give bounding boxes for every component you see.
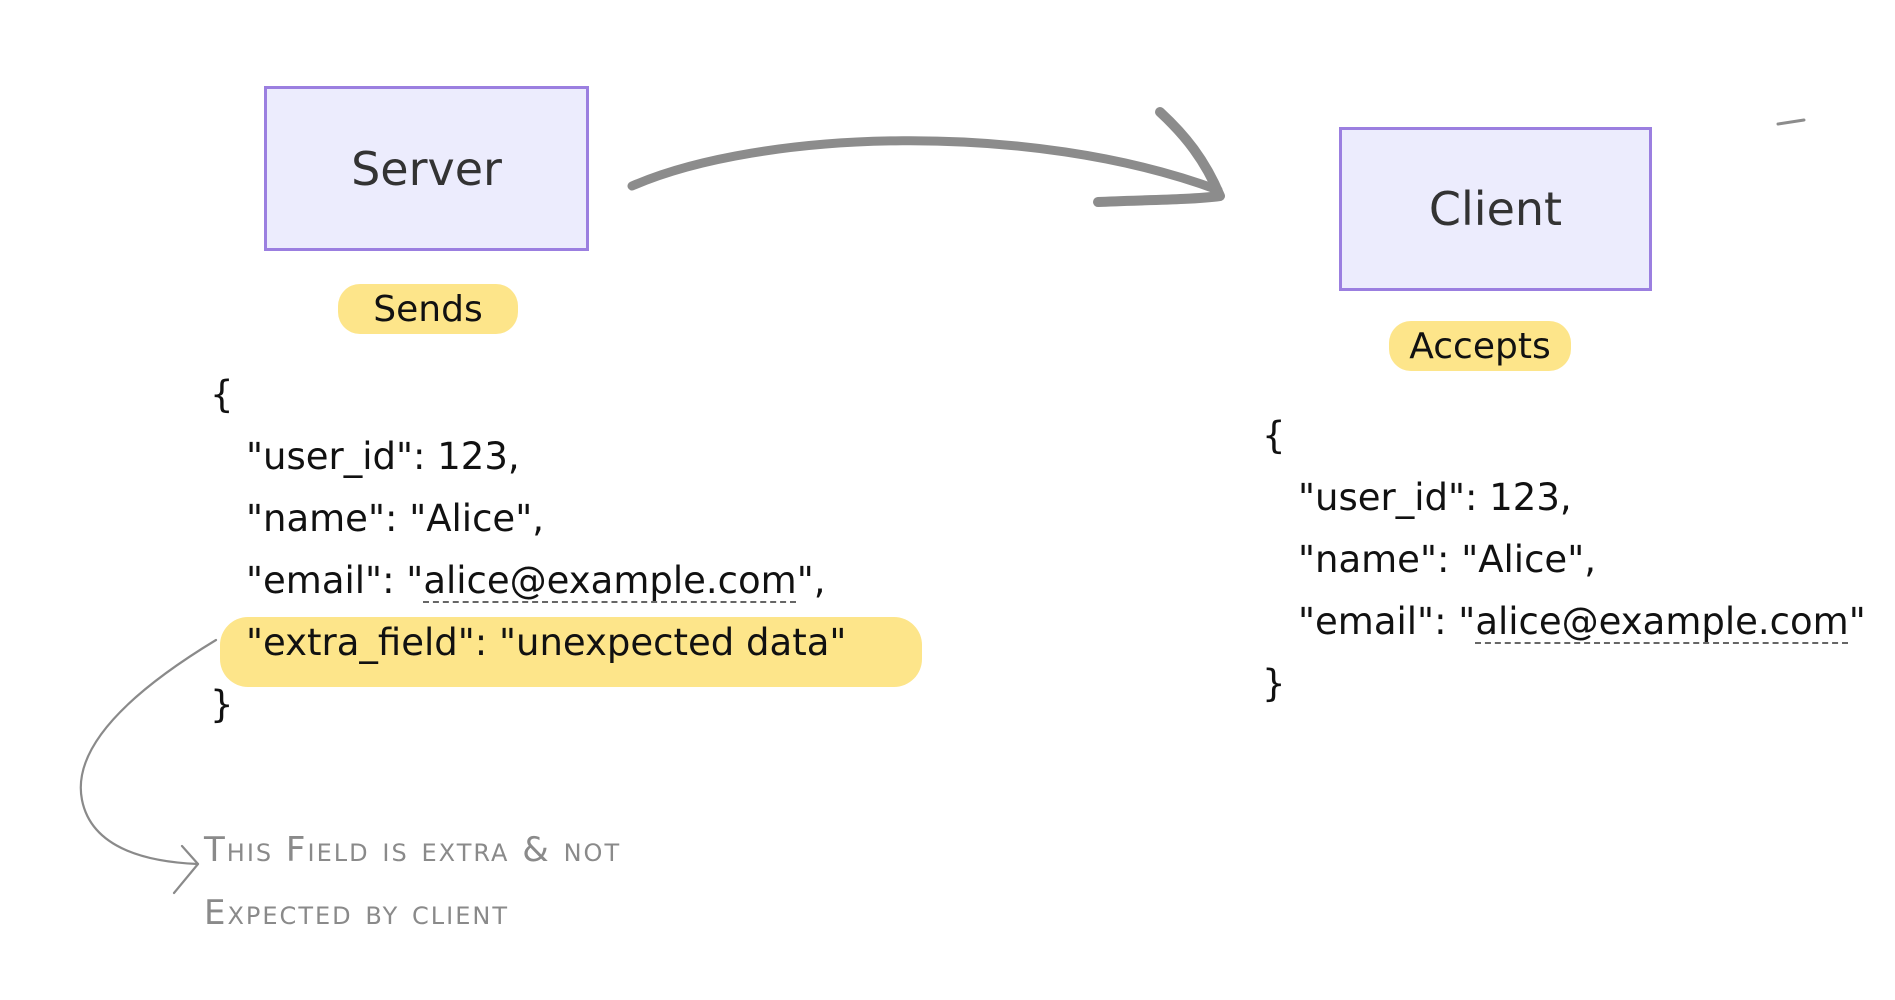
server-line-user-id: "user_id": 123, [246, 435, 520, 478]
server-open-brace: { [210, 373, 234, 416]
server-line-name: "name": "Alice", [246, 497, 544, 540]
accepts-tag: Accepts [1389, 321, 1571, 371]
client-payload: { "user_id": 123, "name": "Alice", "emai… [1262, 411, 1892, 731]
annotation-arrow-line [79, 638, 218, 866]
server-email-tail: ", [796, 559, 826, 602]
client-email-value: alice@example.com [1475, 600, 1849, 643]
extra-field-highlight [220, 617, 922, 687]
accepts-label: Accepts [1409, 325, 1551, 367]
client-line-user-id: "user_id": 123, [1298, 476, 1572, 519]
server-line-extra-field: "extra_field": "unexpected data" [246, 621, 847, 664]
client-node: Client [1339, 127, 1652, 291]
client-open-brace: { [1262, 414, 1286, 457]
client-email-tail: " [1848, 600, 1866, 643]
annotation-line-1: This Field is extra & not [204, 830, 622, 870]
client-close-brace: } [1262, 662, 1286, 705]
flow-arrow-head [1093, 107, 1225, 207]
server-label: Server [351, 141, 502, 196]
server-payload: { "user_id": 123, "name": "Alice", "emai… [210, 370, 970, 730]
server-line-email: "email": "alice@example.com", [246, 556, 826, 606]
server-email-value: alice@example.com [423, 559, 797, 602]
client-line-name: "name": "Alice", [1298, 538, 1596, 581]
stray-stroke [1776, 118, 1806, 126]
sends-label: Sends [373, 288, 483, 330]
sends-tag: Sends [338, 284, 518, 334]
client-label: Client [1428, 182, 1563, 236]
annotation-line-2: Expected by client [204, 893, 510, 933]
annotation-arrow-head [172, 844, 200, 895]
flow-arrow-shaft [627, 136, 1223, 195]
server-node: Server [264, 86, 589, 251]
server-email-key: "email": " [246, 559, 424, 602]
client-line-email: "email": "alice@example.com" [1298, 597, 1866, 647]
client-email-key: "email": " [1298, 600, 1476, 643]
server-close-brace: } [210, 683, 234, 726]
